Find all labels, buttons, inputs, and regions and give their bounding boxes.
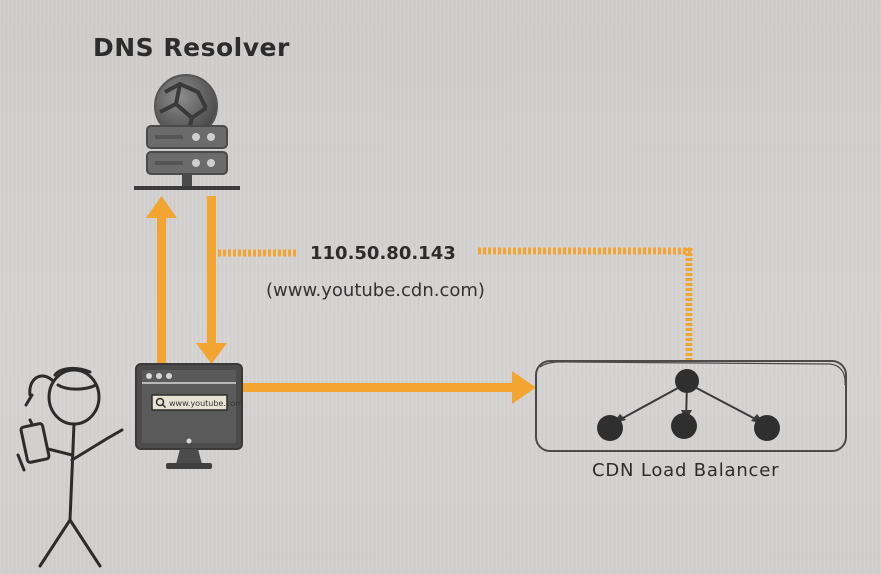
dns-resolver-title: DNS Resolver xyxy=(93,33,290,62)
cdn-load-balancer xyxy=(535,360,847,452)
url-bar-text: www.youtube.com xyxy=(169,399,243,408)
node-tree-icon xyxy=(597,369,780,441)
user-figure-icon xyxy=(16,366,124,568)
arrow-response-down xyxy=(196,196,227,364)
computer-icon xyxy=(135,363,243,469)
arrow-to-cdn xyxy=(240,371,536,404)
dashed-response-line xyxy=(218,247,693,362)
ip-address-label: 110.50.80.143 xyxy=(310,243,456,264)
dns-server-icon xyxy=(134,74,240,190)
arrow-query-up xyxy=(146,196,177,364)
cdn-load-balancer-label: CDN Load Balancer xyxy=(592,460,780,481)
cdn-domain-label: (www.youtube.cdn.com) xyxy=(266,280,485,301)
